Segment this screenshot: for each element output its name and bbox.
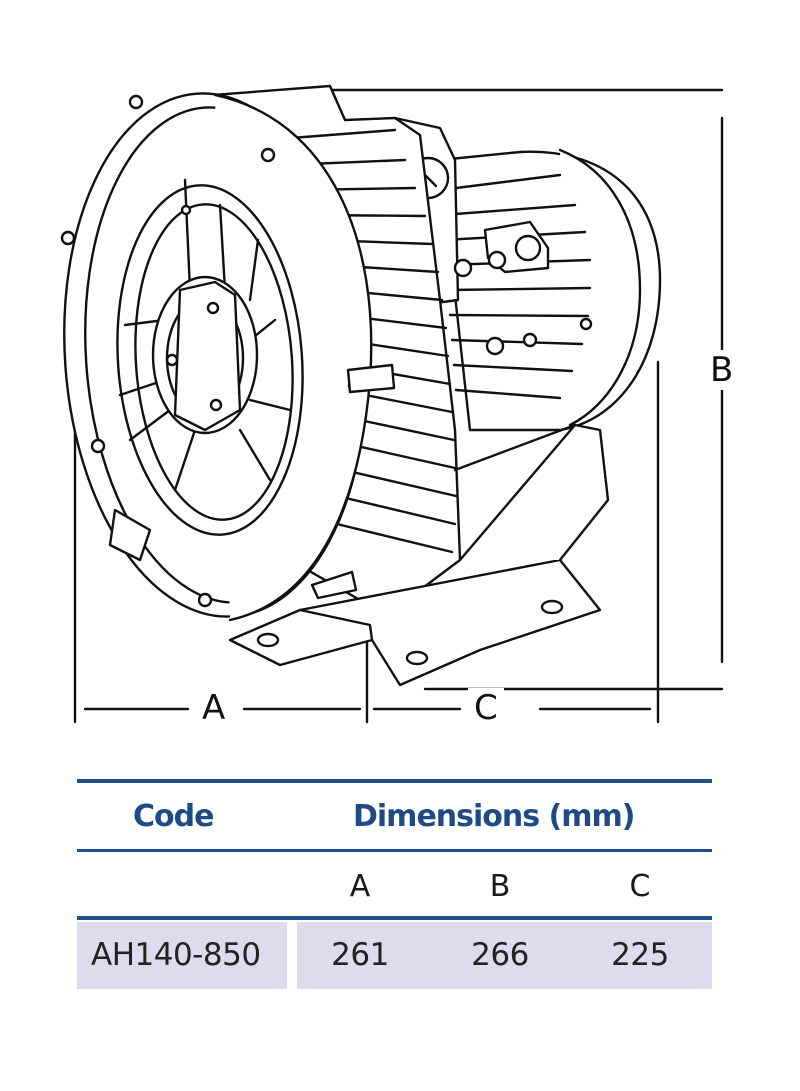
table-cell-b: 266 (471, 937, 529, 973)
column-header-c: C (629, 869, 651, 904)
table-cell-a: 261 (331, 937, 389, 973)
header-dimensions: Dimensions (mm) (353, 799, 635, 834)
dimension-label-c: C (468, 688, 504, 728)
blower-front-flange (60, 92, 396, 622)
header-code: Code (133, 799, 214, 834)
table-rule-top (77, 779, 712, 783)
motor-housing (438, 148, 662, 432)
column-header-b: B (489, 869, 511, 904)
mounting-base (228, 423, 610, 687)
table-cell-code: AH140-850 (91, 937, 261, 973)
column-header-a: A (349, 869, 371, 904)
table-rule-middle (77, 849, 712, 852)
table-row-code-fill (77, 922, 287, 989)
table-rule-lower (77, 916, 712, 920)
dimension-label-a: A (196, 688, 232, 728)
dimensions-table: Code Dimensions (mm) A B C AH140-850 261… (77, 779, 712, 991)
blower-line-drawing (60, 84, 724, 724)
table-cell-c: 225 (611, 937, 669, 973)
dimension-label-b: B (704, 350, 740, 390)
table-row-dims-fill (297, 922, 712, 989)
